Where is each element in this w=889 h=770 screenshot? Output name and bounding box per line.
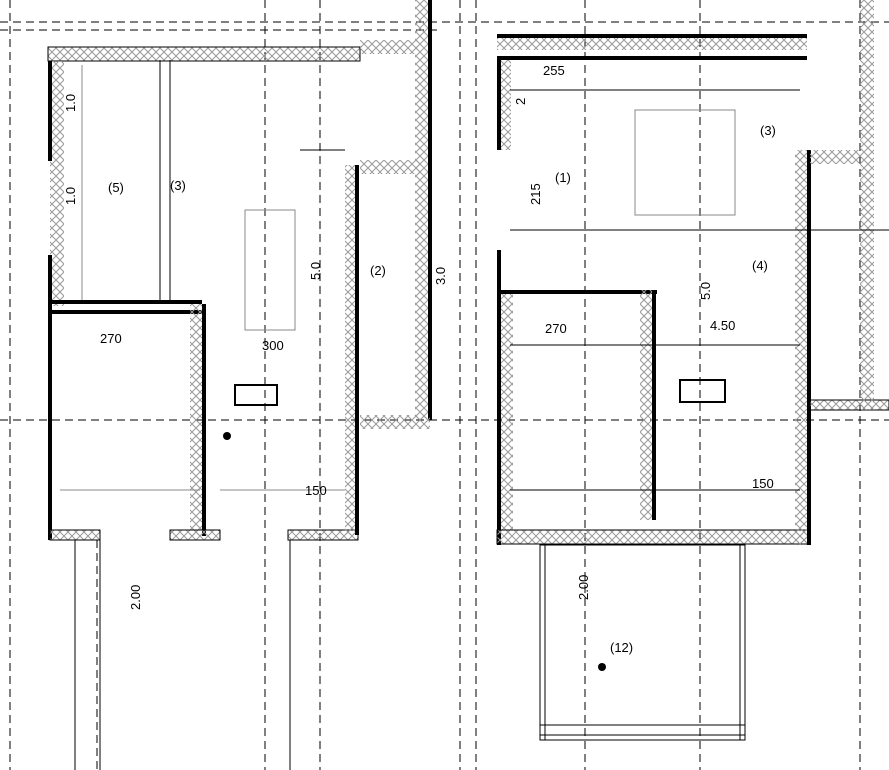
- level-marker-icon: [223, 432, 231, 440]
- right-unit-labels: 255 2 215 270 4.50 5.0 150 2.00 (1) (4) …: [513, 63, 776, 655]
- dimension-label: 270: [100, 331, 122, 346]
- dimension-label: 1.0: [63, 187, 78, 205]
- dimension-label: 2.00: [128, 585, 143, 610]
- balcony: [223, 432, 746, 741]
- right-unit-walls: [234, 0, 889, 545]
- dimension-label: 1.0: [63, 94, 78, 112]
- level-marker-icon: [598, 663, 606, 671]
- room-mark: (3): [760, 123, 776, 138]
- left-unit-labels: 1.0 1.0 270 300 3.0 2.00 150 5.0 (5) (3)…: [63, 94, 448, 610]
- dimension-label: 150: [305, 483, 327, 498]
- room-mark: (1): [555, 170, 571, 185]
- dimension-label: 2: [513, 98, 528, 105]
- room-mark: (4): [752, 258, 768, 273]
- room-mark: (5): [108, 180, 124, 195]
- room-mark: (12): [610, 640, 633, 655]
- dimension-label: 270: [545, 321, 567, 336]
- dimension-label: 4.50: [710, 318, 735, 333]
- dimension-label: 5.0: [308, 262, 323, 280]
- dimension-label: 255: [543, 63, 565, 78]
- dimension-label: 215: [528, 183, 543, 205]
- left-unit-walls: [47, 0, 432, 770]
- dimension-label: 2.00: [576, 575, 591, 600]
- dimension-label: 150: [752, 476, 774, 491]
- dimension-label: 300: [262, 338, 284, 353]
- dimension-label: 5.0: [698, 282, 713, 300]
- room-mark: (3): [170, 178, 186, 193]
- dimension-label: 3.0: [433, 267, 448, 285]
- room-mark: (2): [370, 263, 386, 278]
